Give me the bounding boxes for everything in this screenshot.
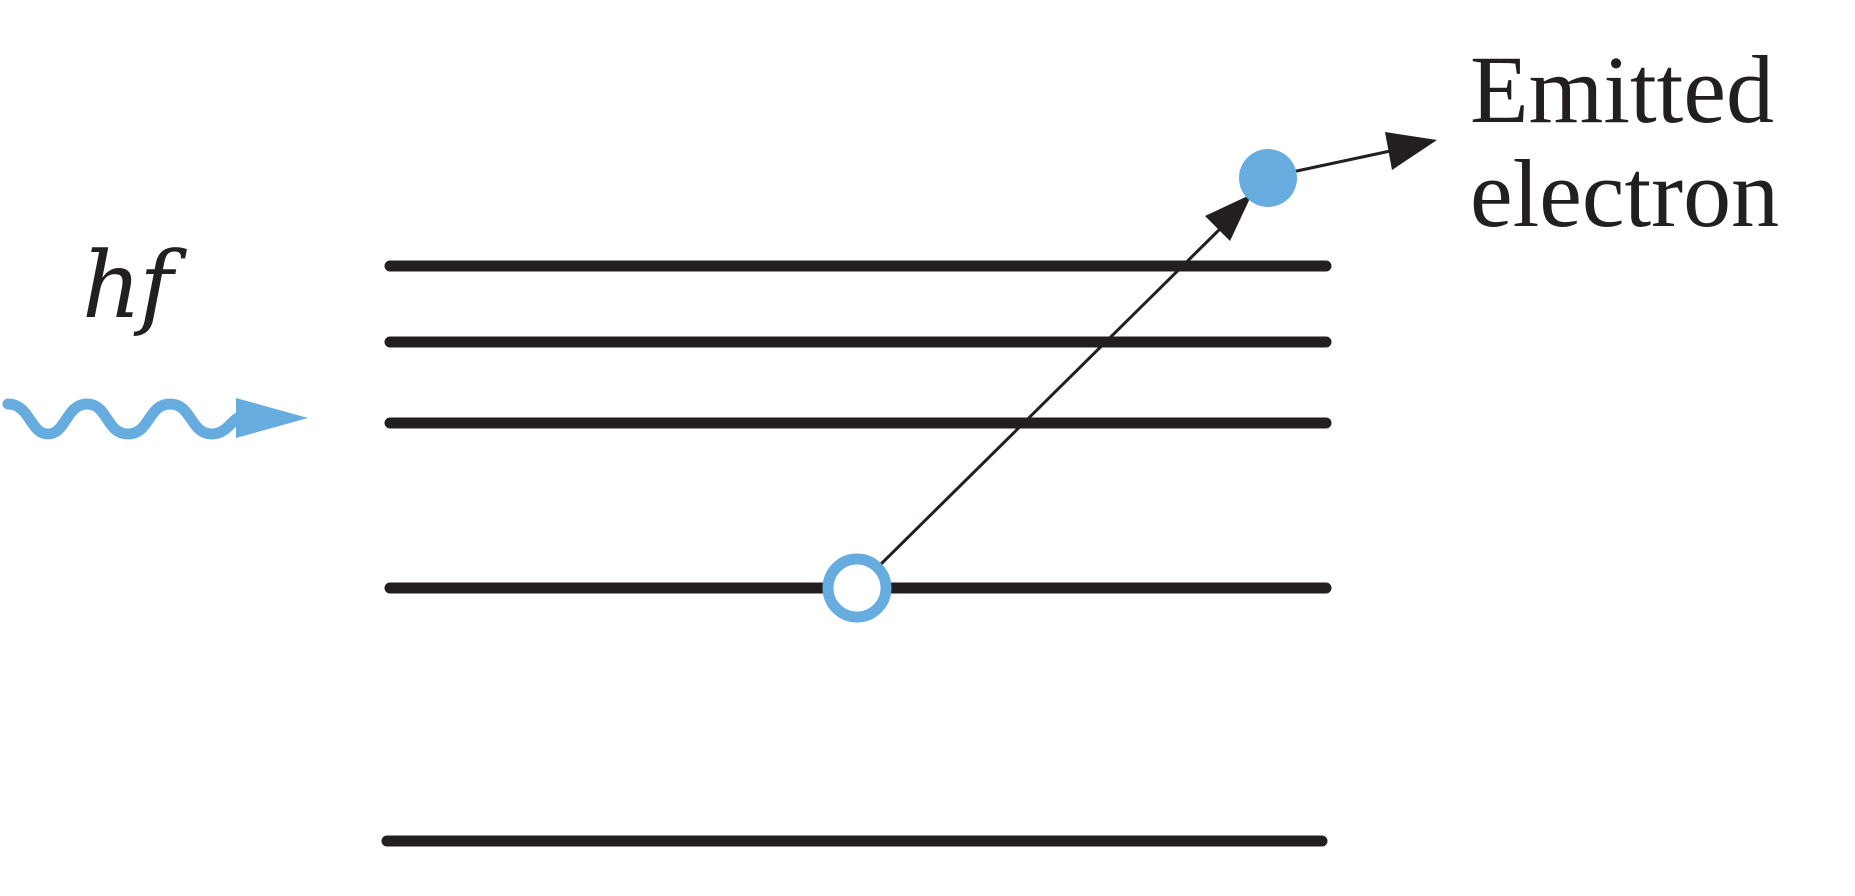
emitted-electron-dot [1239,149,1297,207]
photon-energy-label: hf [82,232,173,339]
emitted-electron-label: Emitted electron [1470,38,1779,246]
emission-arrowhead [1385,132,1437,170]
emitted-label-line1: Emitted [1470,36,1774,143]
energy-levels [381,260,1332,847]
initial-electron-state [822,553,892,623]
photon-arrowhead [236,398,308,438]
excitation-arrow-line [878,222,1227,567]
emission-arrow-line [1291,148,1396,174]
emitted-label-line2: electron [1470,140,1780,247]
photon-wave [2,398,244,440]
excitation-arrowhead [1205,194,1252,241]
